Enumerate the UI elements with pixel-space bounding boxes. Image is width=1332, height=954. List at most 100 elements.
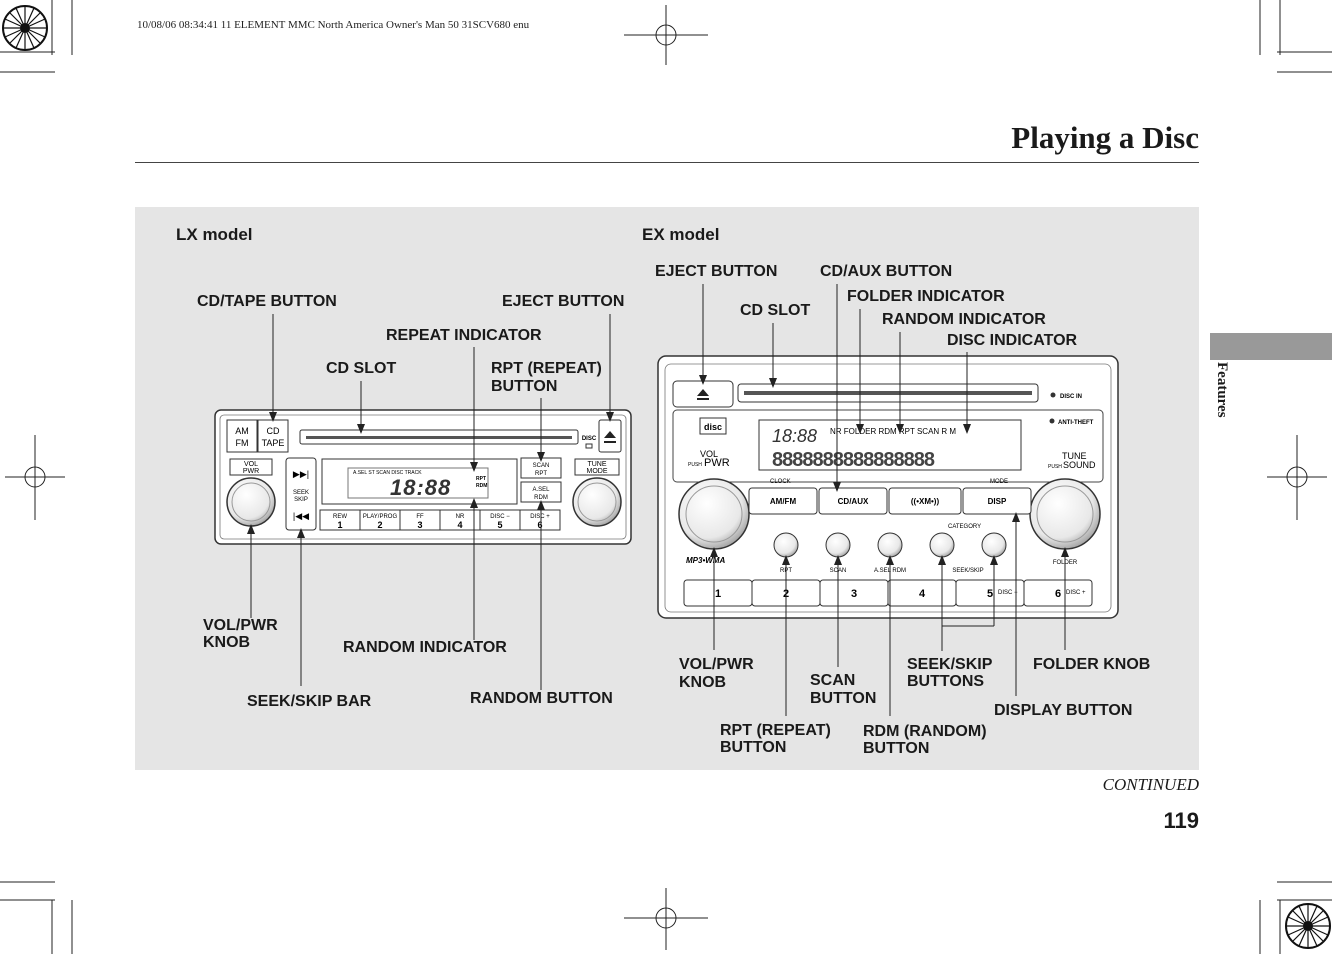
svg-text:18:88: 18:88 xyxy=(390,475,451,500)
ex-am-fm-button[interactable] xyxy=(748,487,818,515)
page-number: 119 xyxy=(1163,808,1200,833)
svg-text:▶▶|: ▶▶| xyxy=(293,469,309,479)
svg-text:ANTI-THEFT: ANTI-THEFT xyxy=(1058,420,1094,426)
leader-arrows xyxy=(247,375,1069,565)
leader-lines xyxy=(250,284,1066,716)
ex-seek-callout-line2: BUTTONS xyxy=(907,673,985,690)
lx-random-button-callout: RANDOM BUTTON xyxy=(470,690,613,707)
svg-text:SOUND: SOUND xyxy=(1063,460,1096,470)
svg-text:|◀◀: |◀◀ xyxy=(293,511,309,521)
ex-vol-pwr-knob[interactable] xyxy=(678,478,750,550)
ex-scan-callout-line1: SCAN xyxy=(810,672,856,689)
continued-note: CONTINUED xyxy=(1102,775,1199,794)
lx-tune-mode-knob[interactable] xyxy=(572,477,622,527)
svg-text:3: 3 xyxy=(417,520,422,530)
svg-text:6: 6 xyxy=(537,520,542,530)
svg-text:SEEK/SKIP: SEEK/SKIP xyxy=(952,568,983,574)
lx-vol-pwr-knob[interactable] xyxy=(226,477,276,527)
ex-xm-button[interactable] xyxy=(888,487,962,515)
ex-disp-button[interactable] xyxy=(962,487,1032,515)
print-info-line: 10/08/06 08:34:41 11 ELEMENT MMC North A… xyxy=(137,19,530,31)
svg-text:FM: FM xyxy=(236,438,249,448)
ex-vol-callout-line1: VOL/PWR xyxy=(679,656,754,673)
svg-text:SCAN: SCAN xyxy=(533,463,550,469)
svg-text:PLAY/PROG: PLAY/PROG xyxy=(363,514,398,520)
ex-rpt-button[interactable] xyxy=(773,532,799,558)
svg-text:5: 5 xyxy=(987,588,993,600)
ex-eject-callout: EJECT BUTTON xyxy=(655,263,778,280)
svg-text:DISC +: DISC + xyxy=(1066,590,1086,596)
svg-text:REW: REW xyxy=(333,514,347,520)
ex-seek-down-button[interactable] xyxy=(929,532,955,558)
svg-text:DISC −: DISC − xyxy=(490,514,510,520)
ex-display xyxy=(758,419,1022,471)
ex-seek-up-button[interactable] xyxy=(981,532,1007,558)
lx-radio-unit: AM FM CD TAPE DISC VOL PWR ▶▶| SEEK SKIP… xyxy=(214,409,632,545)
svg-text:18:88: 18:88 xyxy=(772,426,817,446)
svg-text:((•XM•)): ((•XM•)) xyxy=(911,497,940,506)
svg-text:A.SEL: A.SEL xyxy=(532,487,550,493)
svg-text:MODE: MODE xyxy=(587,468,608,475)
svg-text:NR: NR xyxy=(456,514,465,520)
section-tab-marker xyxy=(1210,333,1332,360)
svg-text:5: 5 xyxy=(497,520,502,530)
svg-text:DISC +: DISC + xyxy=(530,514,550,520)
svg-text:6: 6 xyxy=(1055,588,1061,600)
lx-vol-callout-line1: VOL/PWR xyxy=(203,617,278,634)
ex-scan-button[interactable] xyxy=(825,532,851,558)
svg-text:RDM: RDM xyxy=(476,483,487,489)
lx-rpt-callout-line2: BUTTON xyxy=(491,378,558,395)
svg-text:SKIP: SKIP xyxy=(294,497,308,503)
svg-text:FF: FF xyxy=(416,514,424,520)
lx-repeat-indicator-callout: REPEAT INDICATOR xyxy=(386,327,542,344)
svg-text:PWR: PWR xyxy=(704,457,730,469)
svg-text:MODE: MODE xyxy=(990,479,1008,485)
ex-vol-callout-line2: KNOB xyxy=(679,674,727,691)
svg-text:TAPE: TAPE xyxy=(262,438,285,448)
svg-text:RPT: RPT xyxy=(476,476,486,482)
ex-cd-slot-callout: CD SLOT xyxy=(740,302,811,319)
svg-text:PWR: PWR xyxy=(243,468,259,475)
svg-text:PUSH: PUSH xyxy=(1048,464,1062,470)
lx-rpt-callout-line1: RPT (REPEAT) xyxy=(491,360,602,377)
svg-text:VOL: VOL xyxy=(700,449,718,459)
svg-text:SEEK: SEEK xyxy=(293,490,309,496)
svg-text:1: 1 xyxy=(337,520,342,530)
ex-folder-knob-callout: FOLDER KNOB xyxy=(1033,656,1151,673)
ex-folder-indicator-callout: FOLDER INDICATOR xyxy=(847,288,1005,305)
ex-display-button-callout: DISPLAY BUTTON xyxy=(994,702,1133,719)
ex-rdm-callout-line2: BUTTON xyxy=(863,740,930,757)
lx-cd-tape-callout: CD/TAPE BUTTON xyxy=(197,293,337,310)
svg-text:VOL: VOL xyxy=(244,461,258,468)
ex-rpt-callout-line2: BUTTON xyxy=(720,739,787,756)
ex-rdm-button[interactable] xyxy=(877,532,903,558)
svg-text:4: 4 xyxy=(457,520,462,530)
svg-text:NR FOLDER RDM RPT SCAN R: NR FOLDER RDM RPT SCAN R M xyxy=(830,427,956,436)
ex-random-indicator-callout: RANDOM INDICATOR xyxy=(882,311,1046,328)
ex-radio-unit: DISC IN disc VOL PUSH PWR 18:88 NR FOLDE… xyxy=(657,355,1119,619)
svg-text:AM: AM xyxy=(235,426,249,436)
page-title: Playing a Disc xyxy=(1011,120,1199,155)
ex-disc-indicator-callout: DISC INDICATOR xyxy=(947,332,1078,349)
ex-seek-callout-line1: SEEK/SKIP xyxy=(907,656,993,673)
svg-text:CD: CD xyxy=(267,426,280,436)
svg-text:CLOCK: CLOCK xyxy=(770,479,791,485)
svg-text:TUNE: TUNE xyxy=(1062,451,1087,461)
svg-text:4: 4 xyxy=(919,588,926,600)
lx-cd-tape-button[interactable] xyxy=(257,419,289,453)
svg-text:AM/FM: AM/FM xyxy=(770,497,797,506)
lx-am-fm-button[interactable] xyxy=(226,419,258,453)
ex-model-label: EX model xyxy=(642,225,720,244)
svg-text:2: 2 xyxy=(377,520,382,530)
svg-text:disc: disc xyxy=(704,422,722,432)
ex-tune-folder-knob[interactable] xyxy=(1029,478,1101,550)
svg-text:DISC: DISC xyxy=(582,436,597,442)
svg-text:CATEGORY: CATEGORY xyxy=(948,524,981,530)
ex-cd-aux-button[interactable] xyxy=(818,487,888,515)
lx-random-indicator-callout: RANDOM INDICATOR xyxy=(343,639,507,656)
lx-seek-callout: SEEK/SKIP BAR xyxy=(247,693,372,710)
title-divider xyxy=(135,162,1199,163)
ex-scan-callout-line2: BUTTON xyxy=(810,690,877,707)
svg-text:MP3•WMA: MP3•WMA xyxy=(686,556,725,565)
svg-text:8888888888888888: 8888888888888888 xyxy=(772,449,935,471)
